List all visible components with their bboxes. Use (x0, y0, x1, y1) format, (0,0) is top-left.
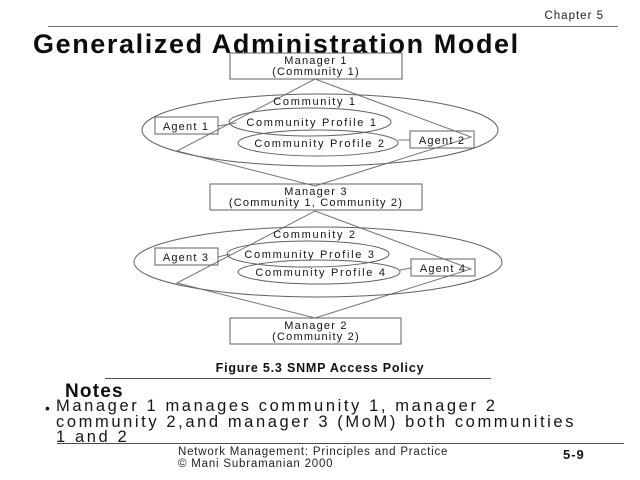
agent2-label: Agent 2 (419, 135, 465, 147)
notes-text: Manager 1 manages community 1, manager 2… (56, 397, 577, 447)
agent3-box (154, 247, 219, 266)
manager1-label-line2: (Community 1) (272, 66, 360, 78)
notes-rule (57, 443, 624, 444)
community-profile3-ellipse (226, 240, 390, 268)
caption-rule (105, 378, 491, 379)
manager2-label-line2: (Community 2) (272, 331, 360, 343)
community2-ellipse (133, 226, 503, 298)
agent4-connector (399, 267, 412, 271)
page-number: 5-9 (563, 447, 585, 462)
agent3-label: Agent 3 (163, 252, 209, 264)
community2-label: Community 2 (273, 229, 357, 241)
page-title: Generalized Administration Model (33, 29, 520, 59)
header-rule (48, 26, 618, 27)
notes-line: 1 and 2 (56, 428, 130, 447)
footer-credit-line2: © Mani Subramanian 2000 (178, 457, 334, 470)
manager1-box (229, 52, 403, 80)
bullet-icon: • (45, 400, 50, 416)
agent3-connector (217, 253, 231, 258)
community-profile3-label: Community Profile 3 (244, 249, 375, 261)
figure-caption: Figure 5.3 SNMP Access Policy (215, 361, 425, 375)
manager3-label-line1: Manager 3 (284, 186, 347, 198)
community-profile1-ellipse (228, 107, 392, 137)
agent1-box (154, 116, 219, 135)
agent1-connector (217, 122, 237, 127)
agent4-label: Agent 4 (420, 263, 466, 275)
notes-line: community 2,and manager 3 (MoM) both com… (56, 412, 577, 431)
agent2-box (409, 130, 475, 149)
agent1-label: Agent 1 (163, 121, 209, 133)
community-profile2-label: Community Profile 2 (254, 138, 385, 150)
community-profile1-label: Community Profile 1 (246, 117, 377, 129)
footer-credit: Network Management: Principles and Pract… (178, 446, 449, 471)
community-profile4-ellipse (237, 259, 401, 285)
manager2-box (229, 317, 402, 345)
agent4-box (410, 258, 476, 277)
footer-credit-line1: Network Management: Principles and Pract… (178, 446, 449, 458)
community1-label: Community 1 (273, 96, 357, 108)
notes-line: Manager 1 manages community 1, manager 2 (56, 397, 498, 415)
manager3-label-line2: (Community 1, Community 2) (229, 197, 403, 209)
notes-heading: Notes (65, 381, 124, 402)
manager1-label-line1: Manager 1 (284, 55, 347, 67)
community-profile2-ellipse (237, 129, 399, 157)
manager3-box (209, 183, 423, 211)
manager2-label-line1: Manager 2 (284, 320, 347, 332)
manager1-manager3-links (175, 78, 473, 187)
community1-ellipse (141, 93, 499, 167)
community-profile4-label: Community Profile 4 (255, 267, 386, 279)
chapter-header: Chapter 5 (544, 10, 604, 22)
